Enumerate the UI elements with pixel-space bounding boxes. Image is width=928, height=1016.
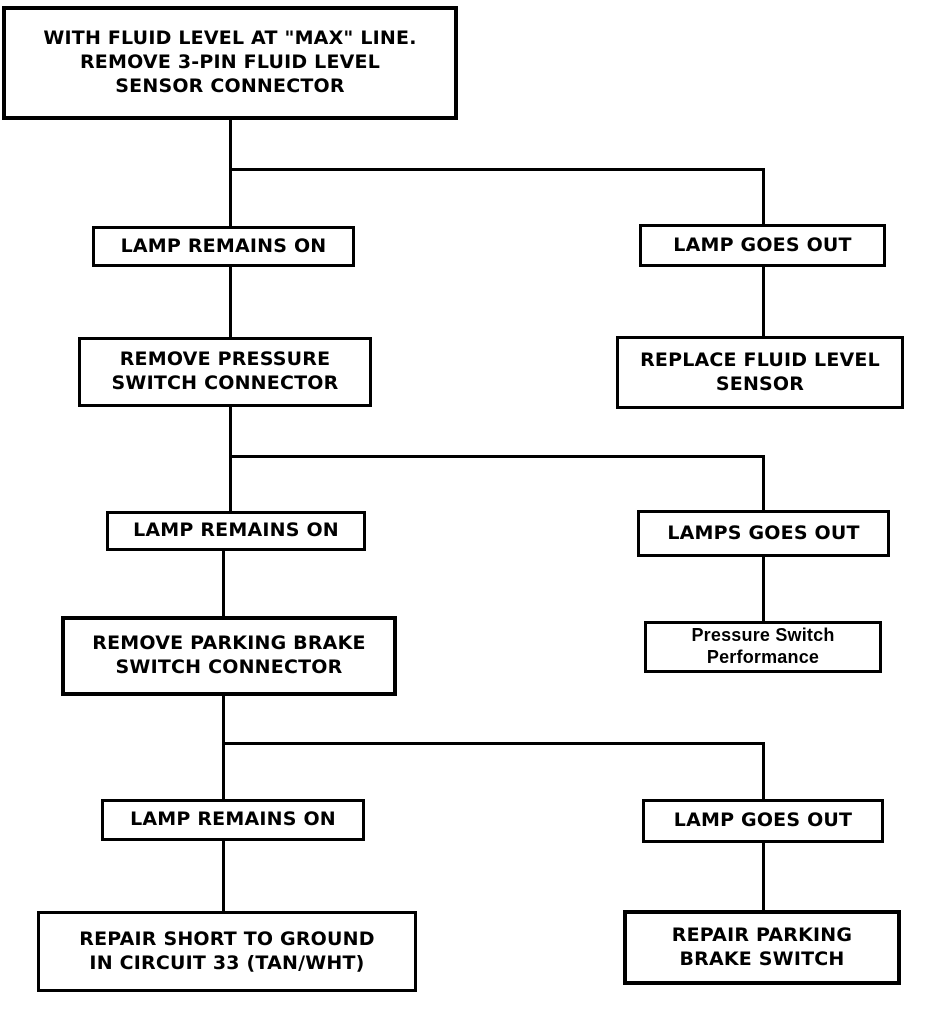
lamp-remains-on-box-1: LAMP REMAINS ON xyxy=(92,226,355,267)
connector-branch-3 xyxy=(222,742,765,745)
connector-l2-right-down xyxy=(762,555,765,623)
connector-branch-2 xyxy=(229,455,765,458)
connector-branch-1 xyxy=(229,168,765,171)
connector-start-down xyxy=(229,118,232,227)
connector-l3-right-down xyxy=(762,840,765,912)
connector-l2-left-down xyxy=(222,549,225,618)
connector-pressure-down xyxy=(229,406,232,514)
connector-l3-left-down xyxy=(222,838,225,913)
lamp-remains-on-box-2: LAMP REMAINS ON xyxy=(106,511,366,551)
connector-l1-left-down xyxy=(229,265,232,339)
lamp-remains-on-box-3: LAMP REMAINS ON xyxy=(101,799,365,841)
connector-l1-right-down xyxy=(762,266,765,337)
connector-parking-down xyxy=(222,694,225,800)
repair-short-to-ground-box: REPAIR SHORT TO GROUND IN CIRCUIT 33 (TA… xyxy=(37,911,417,992)
lamps-goes-out-box-2: LAMPS GOES OUT xyxy=(637,510,890,557)
replace-fluid-level-sensor-box: REPLACE FLUID LEVEL SENSOR xyxy=(616,336,904,409)
repair-parking-brake-switch-box: REPAIR PARKING BRAKE SWITCH xyxy=(623,910,901,985)
connector-branch-1-right xyxy=(762,168,765,227)
pressure-switch-performance-box: Pressure Switch Performance xyxy=(644,621,882,673)
start-box: WITH FLUID LEVEL AT "MAX" LINE. REMOVE 3… xyxy=(2,6,458,120)
connector-branch-2-right xyxy=(762,455,765,511)
lamp-goes-out-box-1: LAMP GOES OUT xyxy=(639,224,886,267)
lamp-goes-out-box-3: LAMP GOES OUT xyxy=(642,799,884,843)
connector-branch-3-right xyxy=(762,742,765,800)
remove-parking-brake-switch-box: REMOVE PARKING BRAKE SWITCH CONNECTOR xyxy=(61,616,397,696)
remove-pressure-switch-box: REMOVE PRESSURE SWITCH CONNECTOR xyxy=(78,337,372,407)
